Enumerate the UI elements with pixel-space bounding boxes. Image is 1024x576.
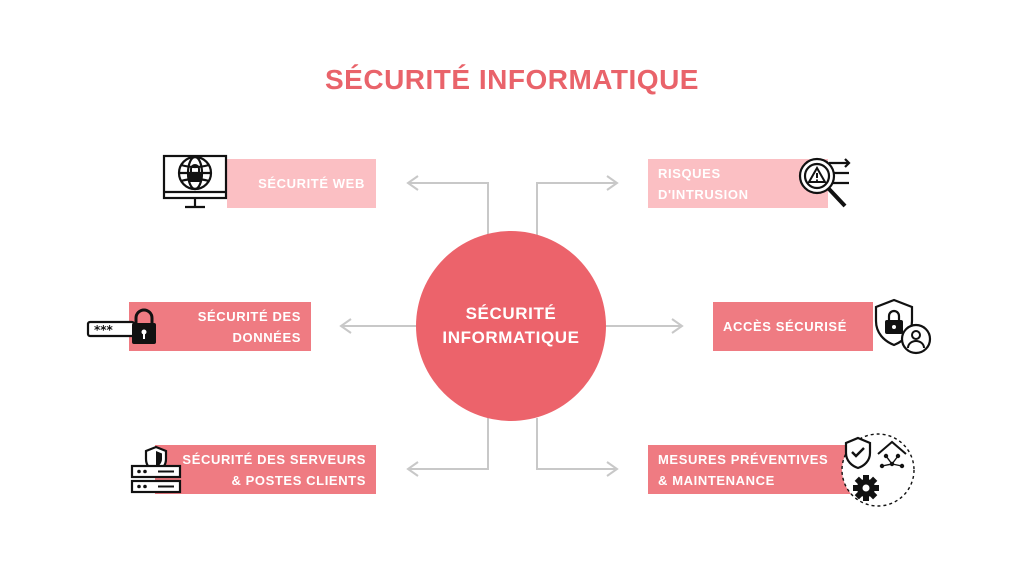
node-mesures-preventives: MESURES PRÉVENTIVES & MAINTENANCE <box>648 445 858 494</box>
arrowhead-web <box>406 175 419 191</box>
node-acces-securise: ACCÈS SÉCURISÉ <box>713 302 873 351</box>
arrowhead-measures <box>606 461 619 477</box>
node-mesures-preventives-line-2: & MAINTENANCE <box>658 472 775 488</box>
hub-circle: SÉCURITÉ INFORMATIQUE <box>416 231 606 421</box>
arrowhead-servers <box>406 461 419 477</box>
node-mesures-preventives-line-1: MESURES PRÉVENTIVES <box>658 451 829 467</box>
node-securite-serveurs-line-1: SÉCURITÉ DES SERVEURS <box>182 451 366 467</box>
connector-measures <box>536 418 615 470</box>
node-risques-intrusion-line-1: RISQUES <box>658 165 721 181</box>
server-shield-icon <box>130 445 182 494</box>
magnifier-warning-icon <box>798 157 851 208</box>
node-securite-donnees-line-1: SÉCURITÉ DES <box>197 308 301 324</box>
connector-risks <box>536 182 615 236</box>
svg-text:***: *** <box>94 323 114 337</box>
node-securite-serveurs: SÉCURITÉ DES SERVEURS & POSTES CLIENTS <box>155 445 376 494</box>
node-securite-web: SÉCURITÉ WEB <box>227 159 376 208</box>
node-securite-web-label: SÉCURITÉ WEB <box>258 176 365 191</box>
hub-line-2: INFORMATIQUE <box>442 328 580 347</box>
node-securite-donnees: SÉCURITÉ DES DONNÉES <box>129 302 311 351</box>
maintenance-gear-shield-icon <box>841 433 915 507</box>
connector-servers <box>410 418 489 470</box>
arrowhead-access <box>671 318 684 334</box>
node-securite-serveurs-line-2: & POSTES CLIENTS <box>231 472 366 488</box>
node-risques-intrusion: RISQUES D'INTRUSION <box>648 159 828 208</box>
arrowhead-risks <box>606 175 619 191</box>
node-risques-intrusion-line-2: D'INTRUSION <box>658 186 749 202</box>
password-lock-icon: *** <box>86 308 156 344</box>
page-title: SÉCURITÉ INFORMATIQUE <box>325 64 699 95</box>
user-shield-lock-icon <box>874 298 932 355</box>
connector-web <box>410 182 489 236</box>
hub-line-1: SÉCURITÉ <box>465 304 557 323</box>
node-securite-donnees-line-2: DONNÉES <box>232 329 301 345</box>
web-lock-monitor-icon <box>162 154 228 209</box>
arrowhead-data <box>339 318 352 334</box>
node-acces-securise-label: ACCÈS SÉCURISÉ <box>723 319 847 334</box>
